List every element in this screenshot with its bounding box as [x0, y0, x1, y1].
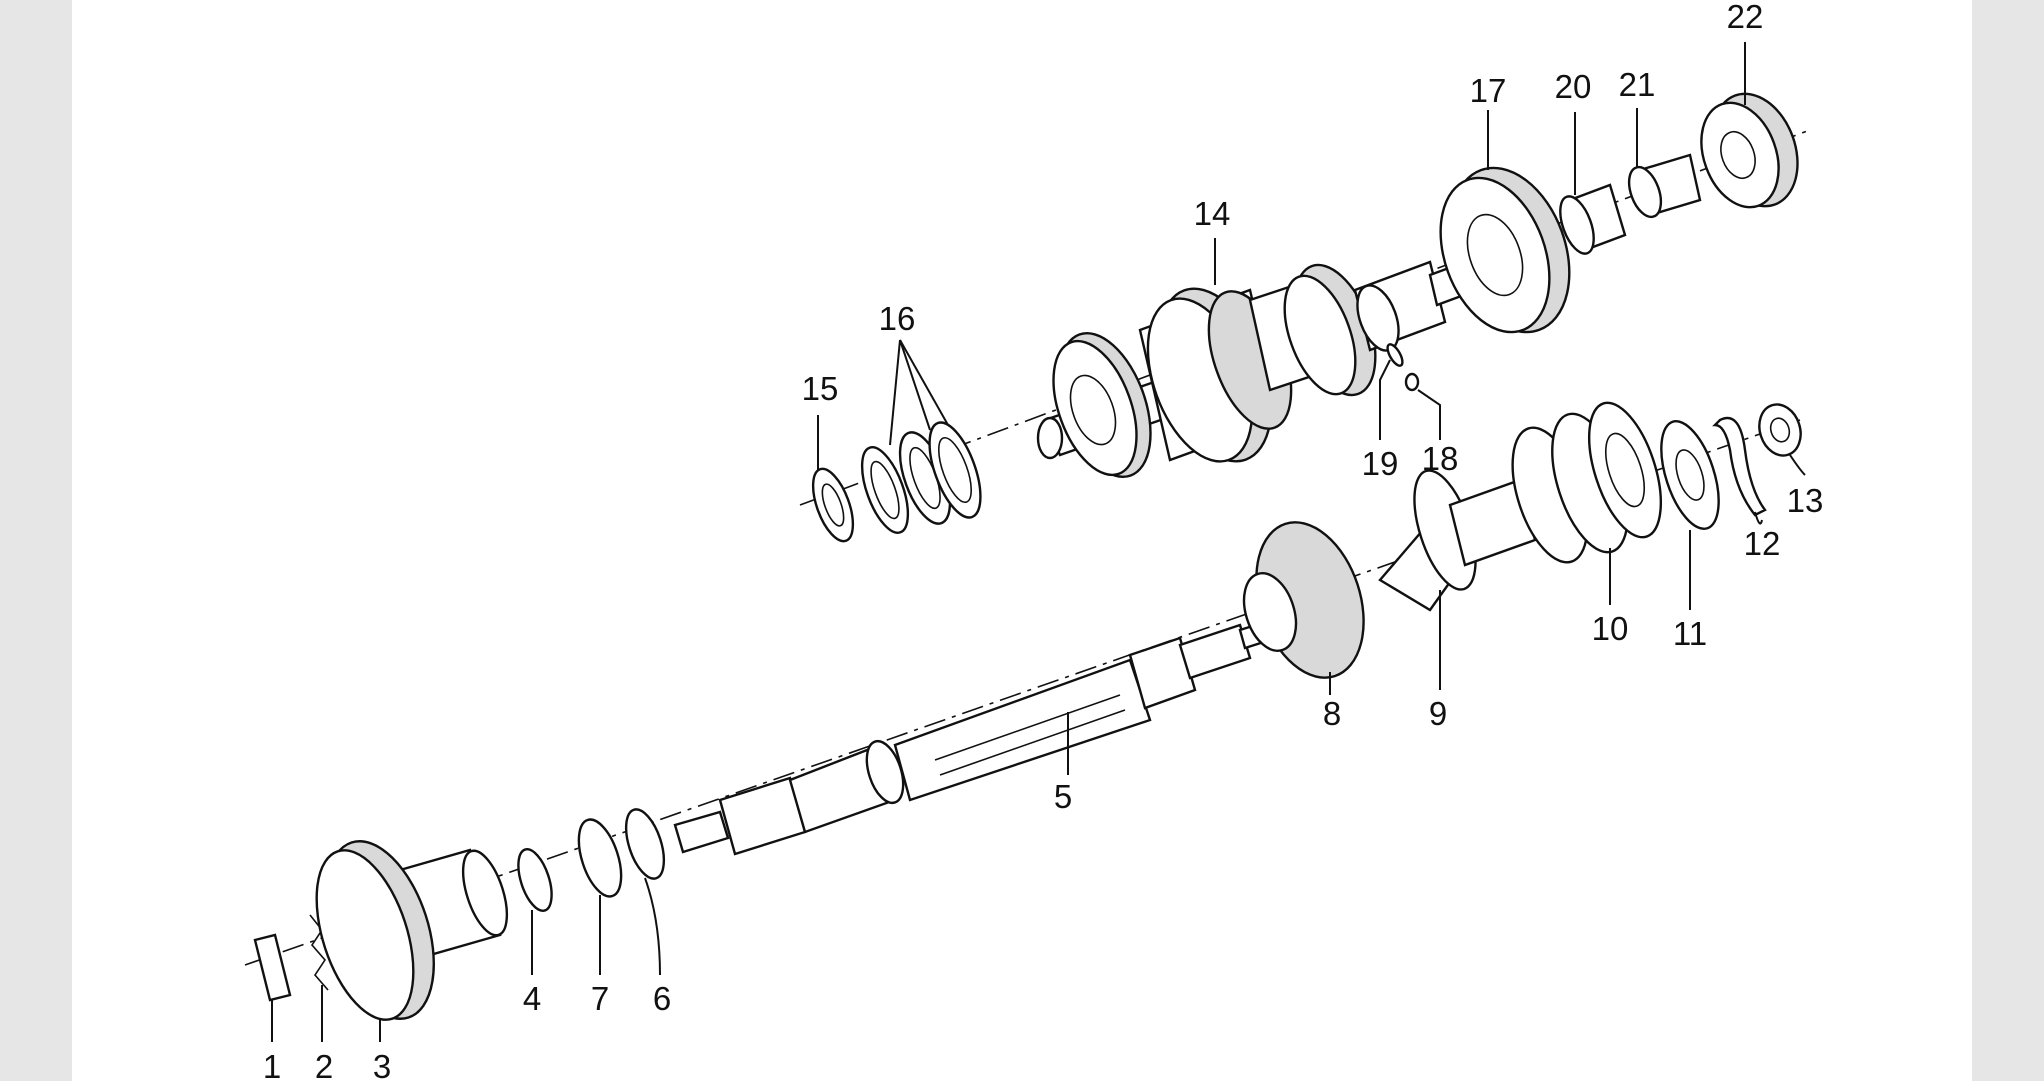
- label-part-18: 18: [1422, 440, 1459, 477]
- label-part-7: 7: [591, 980, 609, 1017]
- part-7-shim: [577, 818, 623, 898]
- part-21-sleeve: [1627, 153, 1702, 219]
- label-part-15: 15: [802, 370, 839, 407]
- part-13-nut: [1758, 403, 1802, 457]
- label-part-4: 4: [523, 980, 541, 1017]
- part-16-shim-rings: [860, 421, 982, 534]
- part-1-key: [253, 933, 292, 1002]
- label-part-6: 6: [653, 980, 671, 1017]
- label-part-9: 9: [1429, 695, 1447, 732]
- label-part-2: 2: [315, 1048, 333, 1081]
- label-part-12: 12: [1744, 525, 1781, 562]
- part-3-gear: [315, 840, 509, 1021]
- part-17-gear: [1439, 166, 1571, 334]
- label-part-3: 3: [373, 1048, 391, 1081]
- part-11-ring: [1660, 420, 1720, 530]
- label-part-14: 14: [1194, 195, 1231, 232]
- part-8-gear: [1242, 521, 1365, 679]
- label-part-17: 17: [1470, 72, 1507, 109]
- part-number-labels: 1 2 3 4 7 6 5 8 9 10 11 12 13 15 16 14 1…: [263, 0, 1824, 1081]
- part-4-circlip: [517, 848, 553, 912]
- part-10-synchro-ring: [1511, 401, 1663, 564]
- part-6-ring: [624, 808, 666, 880]
- label-part-11: 11: [1673, 615, 1707, 652]
- label-part-13: 13: [1787, 482, 1824, 519]
- label-part-16: 16: [879, 300, 916, 337]
- part-20-needle-bearing: [1559, 183, 1627, 255]
- label-part-22: 22: [1727, 0, 1764, 35]
- label-part-19: 19: [1362, 445, 1399, 482]
- part-14-countershaft-gear-cluster: [1036, 260, 1474, 478]
- part-15-washer: [811, 467, 855, 543]
- label-part-20: 20: [1555, 68, 1592, 105]
- part-12-clip: [1712, 416, 1767, 517]
- part-5-main-shaft: [673, 620, 1272, 856]
- label-part-8: 8: [1323, 695, 1341, 732]
- leader-lines: [271, 42, 1806, 1042]
- part-9-cone: [1378, 469, 1537, 612]
- label-part-1: 1: [263, 1048, 281, 1081]
- label-part-21: 21: [1619, 66, 1656, 103]
- part-18-19-pins: [1386, 343, 1420, 392]
- part-22-synchro-hub: [1700, 92, 1799, 209]
- label-part-5: 5: [1054, 778, 1072, 815]
- label-part-10: 10: [1592, 610, 1629, 647]
